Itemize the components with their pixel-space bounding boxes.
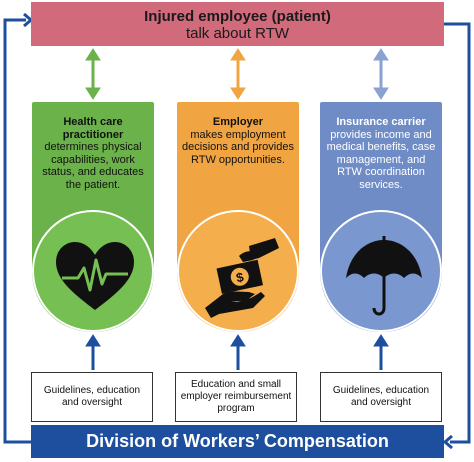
svg-text:$: $ bbox=[235, 269, 246, 285]
top-banner-title: Injured employee (patient) bbox=[144, 8, 331, 25]
up-arrow-hcp bbox=[85, 334, 101, 370]
note-guidelines-hcp: Guidelines, education and oversight bbox=[31, 372, 153, 422]
bottom-banner: Division of Workers’ Compensation bbox=[31, 425, 444, 458]
up-arrow-insurance bbox=[373, 334, 389, 370]
role-circle: $ bbox=[177, 210, 299, 332]
double-arrow-employer bbox=[230, 48, 246, 100]
role-health-care-practitioner: Health care practitioner determines phys… bbox=[32, 102, 154, 332]
role-title: Insurance carrier bbox=[336, 116, 426, 128]
role-employer: Employer makes employment decisions and … bbox=[177, 102, 299, 332]
role-circle bbox=[32, 210, 154, 332]
role-insurance-carrier: Insurance carrier provides income and me… bbox=[320, 102, 442, 332]
role-description: makes employment decisions and provides … bbox=[182, 128, 294, 166]
top-banner-subtitle: talk about RTW bbox=[185, 25, 290, 42]
top-banner: Injured employee (patient) talk about RT… bbox=[31, 2, 444, 46]
note-guidelines-insurance: Guidelines, education and oversight bbox=[320, 372, 442, 422]
role-description: determines physical capabilities, work s… bbox=[42, 141, 144, 191]
role-text: Employer makes employment decisions and … bbox=[177, 116, 299, 166]
role-text: Health care practitioner determines phys… bbox=[32, 116, 154, 191]
double-arrow-insurance bbox=[373, 48, 389, 100]
heart-pulse-icon bbox=[56, 242, 134, 310]
double-arrow-hcp bbox=[85, 48, 101, 100]
role-title: Employer bbox=[212, 116, 264, 128]
money-exchange-icon: $ bbox=[205, 238, 279, 318]
note-education-reimbursement: Education and small employer reimburseme… bbox=[175, 372, 297, 422]
outer-loop-right bbox=[442, 22, 471, 450]
outer-loop-left bbox=[3, 12, 34, 444]
up-arrow-employer bbox=[230, 334, 246, 370]
role-text: Insurance carrier provides income and me… bbox=[320, 116, 442, 191]
role-circle bbox=[320, 210, 442, 332]
role-description: provides income and medical benefits, ca… bbox=[326, 128, 436, 191]
role-title: Health care practitioner bbox=[62, 116, 124, 141]
umbrella-icon bbox=[346, 236, 422, 316]
